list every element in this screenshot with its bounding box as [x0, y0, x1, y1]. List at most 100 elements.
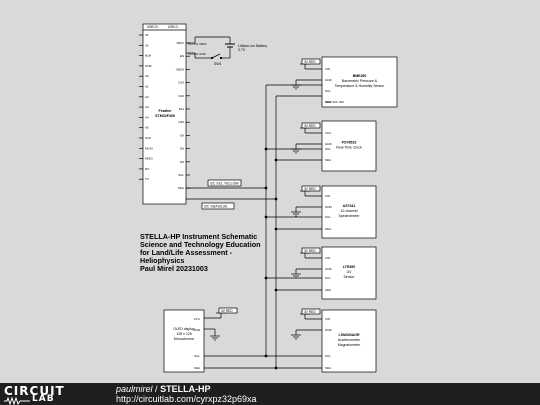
oled-line-3: Monochrome [174, 337, 194, 341]
feather-left-pin: MOSI [145, 146, 153, 150]
sensor-pin: SCL [325, 215, 331, 219]
sensor-label: UV [347, 270, 353, 274]
feather-right-pin: SDA [178, 186, 184, 190]
sensor-3v-label: 3V RED [304, 249, 316, 253]
note-line-2: Science and Technology Education [140, 240, 260, 249]
sensor-pin: SDA [325, 100, 331, 104]
sensor-label: LSM303AGR [338, 333, 359, 337]
sensor-pin: SDA [325, 158, 331, 162]
sensor-label: Accelerometer [338, 338, 361, 342]
sensor-label: 10 channel [340, 209, 357, 213]
feather-board: USB D+ USB D- Feather STM32F405 3V3VBLMG… [139, 23, 190, 205]
sensor-pin: GND [325, 78, 333, 82]
feather-right-pin: VBUS [176, 67, 184, 71]
sensor-label: Real Time Clock [336, 146, 362, 150]
sensor-label: AS7341 [343, 204, 356, 208]
oled-line-2: 128 x 128 [176, 332, 191, 336]
sensor-pin: GND [325, 205, 333, 209]
sensor-label: PCF8523 [342, 141, 357, 145]
note-line-5: Paul Mirel 20231003 [140, 264, 208, 273]
sensor-pin: VIN [325, 317, 330, 321]
sensor-3v-label: 3V RED [304, 187, 316, 191]
feather-left-pin: A0 [145, 74, 149, 78]
sensor-pin: GND [325, 142, 333, 146]
feather-usb-dminus: USB D- [168, 25, 179, 29]
oled-pin-scl: SCL [194, 354, 200, 358]
feather-left-pin: SCK [145, 136, 151, 140]
sensor-pin: SDA [325, 288, 331, 292]
byline: paulmirel / STELLA-HP [116, 384, 211, 394]
sensor-pin: VIN [325, 194, 330, 198]
feather-right-pin: D12 [178, 94, 184, 98]
feather-left-pin: A1 [145, 85, 149, 89]
sensor-label: Sensor [343, 275, 355, 279]
feather-model: STM32F405 [155, 114, 175, 118]
feather-right-pin: EN [180, 54, 184, 58]
feather-right-pin: D5 [180, 160, 184, 164]
feather-name: Feather [159, 109, 173, 113]
feather-left-pin: TX [145, 177, 149, 181]
sensor-pin: GND [325, 328, 333, 332]
logo-text-top: CIRCUIT [4, 384, 65, 398]
feather-right-pin: D6 [180, 147, 184, 151]
sensor-label: BME280 [353, 74, 367, 78]
feather-right-pin: D11 [179, 107, 185, 111]
sensor-pin: VCC [325, 131, 332, 135]
author-link[interactable]: paulmirel [116, 384, 153, 394]
note-line-4: Heliophysics [140, 256, 184, 265]
sensor-pin: GND [325, 267, 333, 271]
sensor-pin: SCL [325, 276, 331, 280]
oled-display: OLED display 128 x 128 Monochrome VCC GN… [163, 307, 238, 373]
oled-pin-sda: SDA [194, 366, 200, 370]
note-line-1: STELLA-HP Instrument Schematic [140, 232, 257, 241]
battery-voltage: 3.7V [238, 48, 246, 52]
logo-text-bottom: LAB [32, 394, 55, 404]
note-line-3: for Land/Life Assessment - [140, 248, 233, 257]
circuit-url[interactable]: http://circuitlab.com/cyrxpz32p69xa [116, 394, 257, 404]
sda-net-label: I2C SDA BLUE [204, 205, 228, 209]
oled-pin-vcc: VCC [194, 317, 201, 321]
circuit-title: STELLA-HP [160, 384, 211, 394]
scl-net-label: I2C SCL YELLOW [210, 182, 239, 186]
feather-right-pin: D9 [180, 133, 184, 137]
feather-left-pin: BLM [145, 54, 152, 58]
schematic-svg: USB D+ USB D- Feather STM32F405 3V3VBLMG… [139, 23, 398, 373]
sensor-pin: VIN [325, 67, 330, 71]
sensor-pin: SCL [325, 147, 331, 151]
schematic-notes: STELLA-HP Instrument Schematic Science a… [140, 232, 260, 273]
sensor-label: Spectrometer [338, 214, 360, 218]
sensor-3v-label: 3V RED [304, 310, 316, 314]
logo-wave-icon [4, 397, 30, 405]
circuitlab-logo[interactable]: CIRCUIT LAB [4, 384, 92, 405]
i2c-bus: I2C SCL YELLOW I2C SDA BLUE [186, 85, 278, 370]
byline-separator: / [155, 384, 158, 394]
sensor-label: Magnetometer [338, 343, 361, 347]
sensor-pin: VIN [325, 256, 330, 260]
feather-left-pin: 3V [145, 33, 149, 37]
feather-left-pin: A2 [145, 95, 149, 99]
battery-circuit: JST-PH VBAT JST-PH GND Lithium-ion Batte… [186, 36, 267, 66]
feather-right-pin: D10 [178, 120, 184, 124]
sensor-extra-pin: SDO SCL SDI [325, 100, 344, 104]
oled-3v-label: 3V RED [221, 309, 233, 313]
feather-left-pin: A4 [145, 115, 149, 119]
feather-left-pin: 3V [145, 43, 149, 47]
sensor-pin: SDA [325, 227, 331, 231]
oled-line-1: OLED display [173, 327, 195, 331]
sensor-pin: SCL [325, 354, 331, 358]
feather-right-pin: D13 [178, 81, 184, 85]
feather-left-pin: MISO [145, 157, 153, 161]
vbat-pin-label: JST-PH VBAT [188, 42, 207, 46]
sensor-label: Barometric Pressure & [342, 79, 378, 83]
sensor-label: LTR390 [343, 265, 355, 269]
feather-left-pin: RX [145, 167, 149, 171]
sensor-pin: SCL [325, 89, 331, 93]
